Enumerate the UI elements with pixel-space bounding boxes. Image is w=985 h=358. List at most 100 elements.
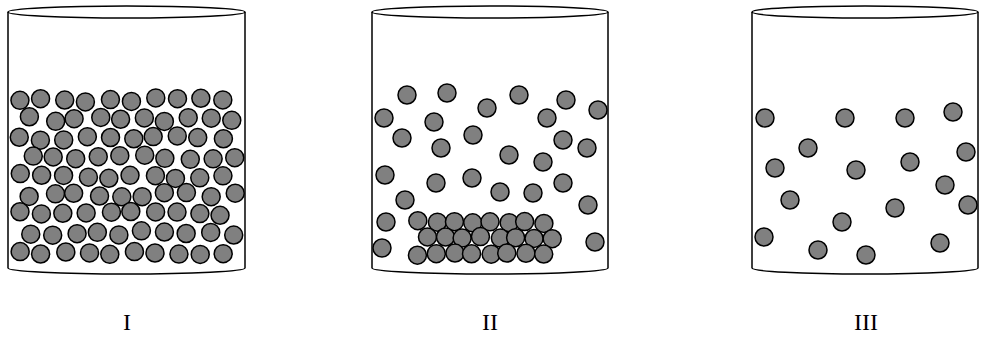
particle bbox=[46, 185, 64, 203]
particle bbox=[214, 245, 232, 263]
particle bbox=[56, 91, 74, 109]
particle bbox=[135, 109, 153, 127]
particle bbox=[534, 153, 552, 171]
particle bbox=[464, 126, 482, 144]
particle bbox=[500, 146, 518, 164]
particle bbox=[833, 213, 851, 231]
particle bbox=[425, 113, 443, 131]
particle bbox=[122, 203, 140, 221]
particle bbox=[471, 228, 489, 246]
particle bbox=[554, 174, 572, 192]
particle bbox=[427, 245, 445, 263]
particle bbox=[202, 109, 220, 127]
particle bbox=[578, 139, 596, 157]
particle bbox=[156, 149, 174, 167]
particle bbox=[88, 223, 106, 241]
particle bbox=[377, 213, 395, 231]
particle bbox=[204, 150, 222, 168]
particle bbox=[11, 243, 29, 261]
particle bbox=[111, 147, 129, 165]
particle bbox=[437, 228, 455, 246]
beaker-label: I bbox=[123, 308, 131, 337]
particle bbox=[22, 225, 40, 243]
beaker-rim bbox=[372, 6, 608, 18]
particle bbox=[398, 86, 416, 104]
particle bbox=[886, 199, 904, 217]
particle bbox=[136, 146, 154, 164]
particle bbox=[168, 127, 186, 145]
particle bbox=[463, 169, 481, 187]
particle bbox=[122, 92, 140, 110]
particle bbox=[155, 112, 173, 130]
particle bbox=[375, 109, 393, 127]
particle bbox=[225, 226, 243, 244]
particle bbox=[125, 130, 143, 148]
particle bbox=[535, 245, 553, 263]
beaker bbox=[8, 6, 245, 274]
particle bbox=[11, 91, 29, 109]
particle bbox=[101, 91, 119, 109]
particle bbox=[901, 153, 919, 171]
particle bbox=[81, 244, 99, 262]
particle bbox=[168, 203, 186, 221]
particle bbox=[110, 226, 128, 244]
particle bbox=[393, 129, 411, 147]
beaker-label: III bbox=[854, 308, 878, 337]
particle bbox=[579, 196, 597, 214]
particle bbox=[463, 245, 481, 263]
particle bbox=[191, 245, 209, 263]
particle bbox=[836, 109, 854, 127]
beaker-wall bbox=[372, 12, 608, 274]
particle bbox=[112, 110, 130, 128]
particle bbox=[408, 246, 426, 264]
particle bbox=[781, 191, 799, 209]
particle bbox=[799, 139, 817, 157]
particle bbox=[214, 167, 232, 185]
particle bbox=[755, 228, 773, 246]
particle bbox=[896, 109, 914, 127]
particle bbox=[809, 241, 827, 259]
particle bbox=[76, 93, 94, 111]
particle bbox=[55, 131, 73, 149]
particle bbox=[538, 109, 556, 127]
particle bbox=[47, 112, 65, 130]
particle bbox=[179, 109, 197, 127]
particle bbox=[516, 213, 534, 231]
beaker bbox=[372, 6, 608, 274]
particle bbox=[11, 203, 29, 221]
particle bbox=[586, 233, 604, 251]
particle bbox=[857, 246, 875, 264]
beaker-rim bbox=[752, 6, 978, 18]
particle bbox=[446, 244, 464, 262]
beaker bbox=[752, 6, 978, 274]
particle bbox=[202, 188, 220, 206]
particle bbox=[68, 225, 86, 243]
particle bbox=[89, 148, 107, 166]
particle bbox=[147, 89, 165, 107]
particle bbox=[498, 244, 516, 262]
particle bbox=[491, 183, 509, 201]
particle bbox=[155, 223, 173, 241]
particle bbox=[92, 108, 110, 126]
particle bbox=[91, 187, 109, 205]
particle bbox=[125, 243, 143, 261]
particle bbox=[146, 244, 164, 262]
particle bbox=[589, 101, 607, 119]
particle bbox=[67, 150, 85, 168]
particle bbox=[55, 166, 73, 184]
particle bbox=[957, 143, 975, 161]
particle bbox=[931, 234, 949, 252]
particle bbox=[10, 128, 28, 146]
particle bbox=[557, 91, 575, 109]
particle bbox=[409, 212, 427, 230]
particle bbox=[202, 223, 220, 241]
particle bbox=[766, 159, 784, 177]
particle bbox=[189, 129, 207, 147]
particle bbox=[936, 176, 954, 194]
particle bbox=[44, 148, 62, 166]
particle bbox=[554, 131, 572, 149]
particle bbox=[24, 147, 42, 165]
particle bbox=[373, 239, 391, 257]
particle bbox=[192, 89, 210, 107]
particle bbox=[144, 128, 162, 146]
